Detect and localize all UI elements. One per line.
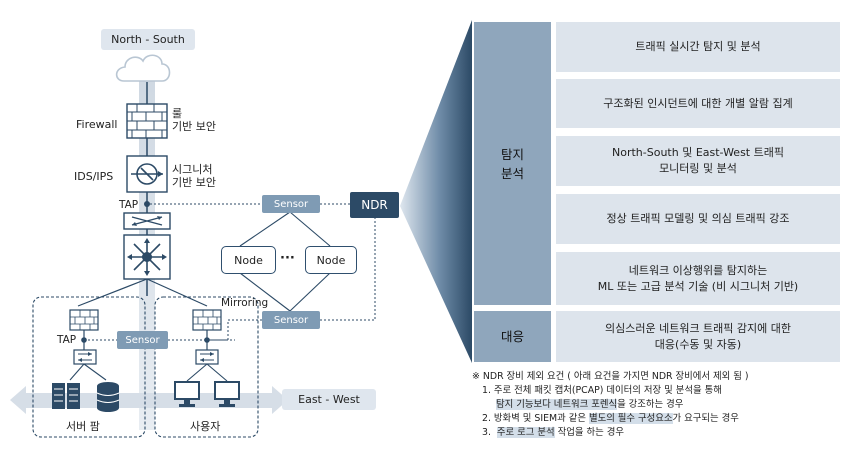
node-ellipsis: ··· xyxy=(280,251,295,266)
notes-item-3-tail: 작업을 하는 경우 xyxy=(554,427,624,438)
tap-top-label: TAP xyxy=(119,199,139,211)
firewall-label: Firewall xyxy=(76,118,118,131)
detection-item-3: North-South 및 East-West 트래픽 모니터링 및 분석 xyxy=(556,136,840,186)
exclusion-notes: ※ NDR 장비 제외 요건 ( 아래 요건을 가지면 NDR 장비에서 제외 … xyxy=(472,370,749,440)
notes-item-1: 1. 주로 전체 패킷 캡처(PCAP) 데이터의 저장 및 분석을 통해 xyxy=(482,385,722,396)
detection-item-5: 네트워크 이상행위를 탐지하는 ML 또는 고급 분석 기술 (비 시그니처 기… xyxy=(556,252,840,305)
detection-item-3-text: North-South 및 East-West 트래픽 모니터링 및 분석 xyxy=(612,146,784,175)
database-icon xyxy=(96,382,120,412)
detection-item-5-text: 네트워크 이상행위를 탐지하는 ML 또는 고급 분석 기술 (비 시그니처 기… xyxy=(597,263,799,293)
tap-top-dot xyxy=(144,201,150,207)
node-left: Node xyxy=(221,246,276,274)
sensor-bottom: Sensor xyxy=(262,311,320,329)
user-pc-icon xyxy=(174,381,240,407)
core-router-icon xyxy=(123,234,171,280)
notes-item-1-tail: 을 강조하는 경우 xyxy=(617,399,684,410)
ids-ips-icon xyxy=(126,155,168,193)
east-west-label: East - West xyxy=(282,389,376,410)
detection-item-2: 구조화된 인시던트에 대한 개별 알람 집계 xyxy=(556,79,840,128)
notes-item-2-head: 2. 방화벽 및 SIEM과 같은 xyxy=(482,413,589,424)
firewall-icon xyxy=(126,103,168,139)
mirror-dot xyxy=(204,337,210,343)
notes-item-2: 2. 방화벽 및 SIEM과 같은 별도의 필수 구성요소가 요구되는 경우 xyxy=(472,412,749,426)
node-right: Node xyxy=(305,246,357,274)
north-south-label: North - South xyxy=(101,29,195,50)
mirroring-label: Mirroring xyxy=(221,297,269,309)
response-item-text: 의심스러운 네트워크 트래픽 감지에 대한 대응(수동 및 자동) xyxy=(604,321,792,351)
signature-security-label: 시그니처 기반 보안 xyxy=(172,163,216,189)
sensor-links xyxy=(88,203,376,341)
sensor-top: Sensor xyxy=(262,195,320,213)
notes-item-3-head: 3. xyxy=(482,427,497,438)
notes-header: ※ NDR 장비 제외 요건 ( 아래 요건을 가지면 NDR 장비에서 제외 … xyxy=(472,371,749,382)
detection-item-2-text: 구조화된 인시던트에 대한 개별 알람 집계 xyxy=(603,96,793,110)
tap-bottom-dot xyxy=(81,337,87,343)
category-detection: 탐지 분석 xyxy=(474,22,551,305)
notes-item-2-tail: 가 요구되는 경우 xyxy=(672,413,739,424)
notes-item-3-highlight: 주로 로그 분석 xyxy=(496,427,555,438)
server-switch-icon xyxy=(73,349,97,365)
notes-item-3: 3. 주로 로그 분석 작업을 하는 경우 xyxy=(472,426,749,440)
ids-ips-label: IDS/IPS xyxy=(74,170,114,183)
user-firewall-icon xyxy=(192,309,222,331)
detection-item-1-text: 트래픽 실시간 탐지 및 분석 xyxy=(635,40,761,53)
user-switch-icon xyxy=(195,349,219,365)
ndr-box: NDR xyxy=(350,192,399,218)
sensor-left: Sensor xyxy=(117,331,168,349)
user-zone xyxy=(154,296,259,438)
rule-security-label: 룰 기반 보안 xyxy=(172,107,216,133)
server-icon xyxy=(52,383,80,409)
server-farm-label: 서버 팜 xyxy=(66,420,100,433)
category-response: 대응 xyxy=(474,311,551,362)
ndr-funnel xyxy=(400,20,472,363)
tap-bottom-label: TAP xyxy=(57,334,77,346)
detection-item-4: 정상 트래픽 모델링 및 의심 트래픽 강조 xyxy=(556,194,840,244)
detection-item-1: 트래픽 실시간 탐지 및 분석 xyxy=(556,22,840,72)
server-farm-zone xyxy=(32,296,146,438)
switch-icon xyxy=(123,212,171,230)
node-links xyxy=(239,211,331,312)
notes-item-1-cont: 탐지 기능보다 네트워크 포렌식을 강조하는 경우 xyxy=(472,398,749,412)
east-west-flow-arrow xyxy=(10,386,288,414)
response-item: 의심스러운 네트워크 트래픽 감지에 대한 대응(수동 및 자동) xyxy=(556,311,840,362)
server-firewall-icon xyxy=(69,309,99,331)
notes-item-2-highlight: 별도의 필수 구성요소 xyxy=(588,413,673,424)
users-label: 사용자 xyxy=(190,420,221,433)
detection-item-4-text: 정상 트래픽 모델링 및 의심 트래픽 강조 xyxy=(606,212,790,225)
cloud-icon xyxy=(115,54,171,82)
notes-item-1-highlight: 탐지 기능보다 네트워크 포렌식 xyxy=(496,399,618,410)
